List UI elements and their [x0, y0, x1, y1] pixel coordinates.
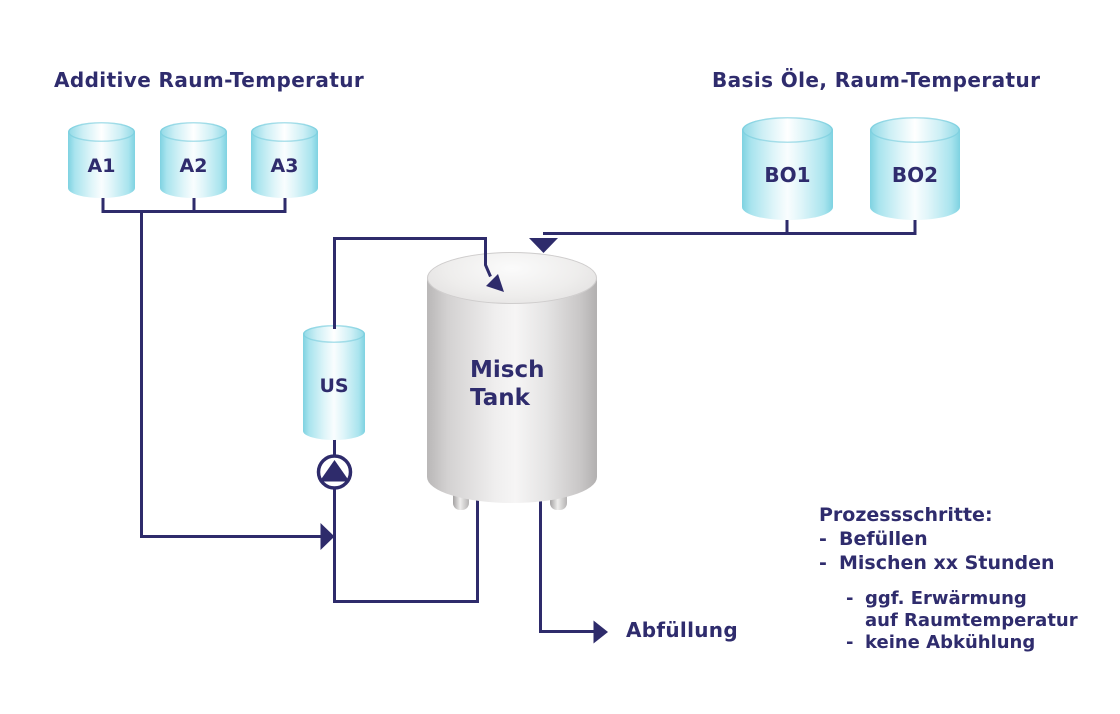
tank-bo1-top: [742, 117, 833, 143]
abfuellung-label: Abfüllung: [626, 618, 738, 642]
process-step-label: Befüllen: [839, 528, 928, 550]
tank-bo1-label: BO1: [764, 163, 811, 187]
tank-a1-side: [68, 132, 135, 198]
process-substep-label: ggf. Erwärmung: [865, 588, 1027, 609]
misch-tank: Misch Tank: [427, 252, 597, 512]
tank-a2-top: [160, 122, 227, 142]
tank-bo2-side: [870, 130, 960, 220]
process-substep-item: - keine Abkühlung: [846, 632, 1078, 654]
pipe-baseoil-manifold: [543, 219, 917, 235]
tank-bo1: BO1: [742, 117, 833, 220]
process-steps: Prozessschritte: - Befüllen - Mischen xx…: [819, 503, 1078, 654]
tank-a3-top: [251, 122, 318, 142]
tank-us: US: [303, 325, 365, 440]
misch-tank-label: Misch Tank: [470, 356, 544, 412]
tank-bo2: BO2: [870, 117, 960, 220]
tank-a3-label: A3: [270, 155, 299, 177]
process-substep-label: keine Abkühlung: [865, 632, 1036, 653]
misch-tank-top: [427, 252, 597, 304]
tank-bo2-top: [870, 117, 960, 143]
misch-tank-label-line2: Tank: [470, 385, 530, 411]
tank-a3-side: [251, 132, 318, 198]
process-step-label: Mischen xx Stunden: [839, 552, 1055, 574]
bullet-dash: -: [846, 588, 854, 609]
tank-a3: A3: [251, 122, 318, 198]
process-steps-title: Prozessschritte:: [819, 504, 993, 526]
tank-a1: A1: [68, 122, 135, 198]
arrow-additive-feed-icon: [320, 523, 335, 550]
process-substeps: - ggf. Erwärmung auf Raumtemperatur - ke…: [846, 588, 1078, 654]
additives-heading: Additive Raum-Temperatur: [54, 68, 365, 92]
tank-bo1-side: [742, 130, 833, 220]
tank-a1-label: A1: [87, 155, 116, 177]
pump-icon: [316, 454, 353, 490]
pipe-additive-feed: [140, 210, 321, 538]
bullet-dash: -: [819, 528, 827, 550]
arrow-baseoil-inlet-icon: [529, 238, 558, 253]
process-substep-item: auf Raumtemperatur: [846, 610, 1078, 632]
process-step-item: - Mischen xx Stunden: [819, 551, 1078, 575]
bullet-dash: -: [819, 552, 827, 574]
tank-a1-top: [68, 122, 135, 142]
tank-us-top: [303, 325, 365, 343]
process-substep-label: auf Raumtemperatur: [865, 610, 1078, 631]
tank-us-label: US: [319, 375, 349, 397]
tank-a2-label: A2: [179, 155, 208, 177]
tank-a2: A2: [160, 122, 227, 198]
process-step-item: - Befüllen: [819, 527, 1078, 551]
tank-bo2-label: BO2: [891, 163, 939, 187]
base-oils-heading: Basis Öle, Raum-Temperatur: [712, 68, 1041, 92]
bullet-dash: [846, 610, 865, 632]
misch-tank-label-line1: Misch: [470, 357, 545, 383]
bullet-dash: -: [846, 632, 854, 653]
tank-a2-side: [160, 132, 227, 198]
arrow-abfuellung-icon: [593, 620, 608, 644]
process-substep-item: - ggf. Erwärmung: [846, 588, 1078, 610]
